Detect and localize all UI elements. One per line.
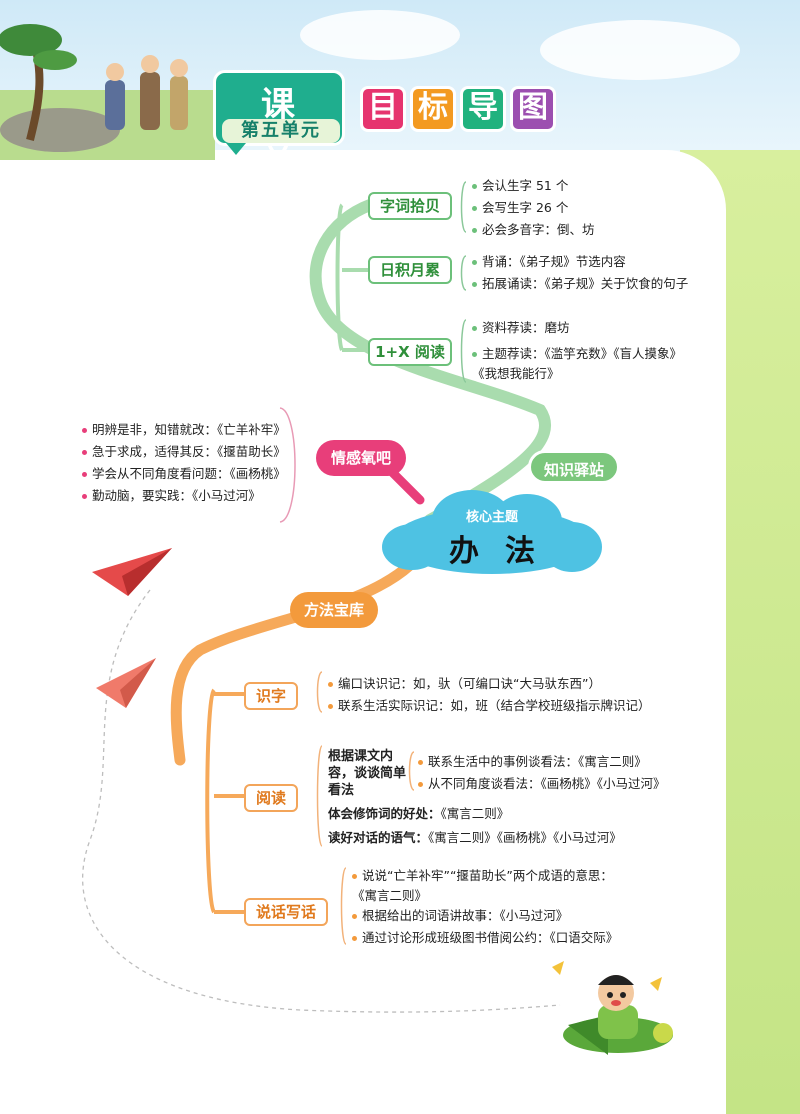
- leaf-text: 会写生字 26 个: [482, 200, 569, 215]
- branch-zhishi: 知识驿站: [528, 450, 620, 484]
- leaf: 明辨是非，知错就改：《亡羊补牢》: [82, 422, 286, 438]
- leaf-text: 必会多音字：倒、坊: [482, 222, 595, 237]
- node-shizi: 识字: [244, 682, 298, 710]
- leaf-text: 联系生活中的事例谈看法：《寓言二则》: [428, 754, 647, 769]
- leaf: 读好对话的语气：《寓言二则》《画杨桃》《小马过河》: [328, 830, 622, 846]
- leaf-text: 说说“亡羊补牢”“揠苗助长”两个成语的意思：: [362, 868, 613, 883]
- page-title: 目 标 导 图: [360, 86, 556, 132]
- bullet-dot: [418, 760, 423, 765]
- bullet-dot: [328, 682, 333, 687]
- leaf-text: 编口诀识记：如，驮（可编口诀“大马驮东西”）: [338, 676, 601, 691]
- core-theme-cloud: 核心主题 办法: [382, 488, 602, 586]
- leaf-text: 《寓言二则》: [440, 806, 510, 821]
- core-label: 核心主题: [465, 510, 518, 525]
- title-char: 图: [510, 86, 556, 132]
- paper-plane-icon: [96, 658, 156, 708]
- leaf-text: 学会从不同角度看问题：《画杨桃》: [92, 466, 286, 481]
- paper-plane-icon: [92, 548, 172, 596]
- leaf: 《我想我能行》: [472, 366, 560, 382]
- bullet-dot: [472, 228, 477, 233]
- title-char: 导: [460, 86, 506, 132]
- leaf: 资料荐读：磨坊: [472, 320, 570, 336]
- branch-qinggan: 情感氧吧: [316, 440, 406, 476]
- leaf: 编口诀识记：如，驮（可编口诀“大马驮东西”）: [328, 676, 601, 692]
- branch-fangfa: 方法宝库: [290, 592, 378, 628]
- leaf-text: 明辨是非，知错就改：《亡羊补牢》: [92, 422, 286, 437]
- node-shuohua: 说话写话: [244, 898, 328, 926]
- leaf: 会写生字 26 个: [472, 200, 568, 216]
- leaf: 背诵：《弟子规》节选内容: [472, 254, 626, 270]
- leaf: 说说“亡羊补牢”“揠苗助长”两个成语的意思：: [352, 868, 613, 884]
- leaf-text: 背诵：《弟子规》节选内容: [482, 254, 626, 269]
- leaf-text: 《寓言二则》《画杨桃》《小马过河》: [428, 830, 622, 845]
- node-zici: 字词拾贝: [368, 192, 452, 220]
- bullet-dot: [472, 184, 477, 189]
- node-yuedu: 阅读: [244, 784, 298, 812]
- badge-tail: [226, 143, 246, 155]
- title-char: 标: [410, 86, 456, 132]
- leaf-text: 急于求成，适得其反：《揠苗助长》: [92, 444, 286, 459]
- leaf-text: 资料荐读：磨坊: [482, 320, 570, 335]
- bullet-dot: [472, 260, 477, 265]
- badge-unit: 第五单元: [222, 119, 340, 143]
- bullet-dot: [82, 450, 87, 455]
- leaf: 联系生活中的事例谈看法：《寓言二则》: [418, 754, 647, 770]
- leaf-text: 会认生字 51 个: [482, 178, 569, 193]
- sky-cloud: [300, 10, 460, 60]
- leaf: 从不同角度谈看法：《画杨桃》《小马过河》: [418, 776, 666, 792]
- bullet-dot: [472, 352, 477, 357]
- leaf: 必会多音字：倒、坊: [472, 222, 595, 238]
- leaf: 体会修饰词的好处：《寓言二则》: [328, 806, 509, 822]
- leaf-text: 拓展诵读：《弟子规》关于饮食的句子: [482, 276, 689, 291]
- cloud-shape: [542, 522, 602, 572]
- leaf-text: 《我想我能行》: [472, 366, 560, 381]
- leaf-text: 从不同角度谈看法：《画杨桃》《小马过河》: [428, 776, 666, 791]
- leaf: 根据给出的词语讲故事：《小马过河》: [352, 908, 568, 924]
- leaf: 会认生字 51 个: [472, 178, 568, 194]
- leaf: 勤动脑，要实践：《小马过河》: [82, 488, 261, 504]
- leaf-text: 勤动脑，要实践：《小马过河》: [92, 488, 261, 503]
- story-illustration: [0, 24, 215, 160]
- leaf: 学会从不同角度看问题：《画杨桃》: [82, 466, 286, 482]
- bullet-dot: [472, 206, 477, 211]
- bullet-dot: [472, 282, 477, 287]
- leaf: 通过讨论形成班级图书借阅公约：《口语交际》: [352, 930, 618, 946]
- cloud-shape: [382, 524, 442, 570]
- bullet-dot: [472, 326, 477, 331]
- leaf: 拓展诵读：《弟子规》关于饮食的句子: [472, 276, 688, 292]
- leaf: 主题荐读：《滥竽充数》《盲人摸象》: [472, 346, 682, 362]
- bullet-dot: [352, 936, 357, 941]
- node-riji: 日积月累: [368, 256, 452, 284]
- content-sheet: [0, 150, 726, 1114]
- node-yuedu-x: 1+X 阅读: [368, 338, 452, 366]
- leaf-text: 主题荐读：《滥竽充数》《盲人摸象》: [482, 346, 683, 361]
- yuedu-sub-label: 根据课文内容，谈谈简单看法: [328, 749, 407, 798]
- leaf-text: 《寓言二则》: [352, 888, 428, 903]
- mascot-pilot-illustration: [552, 961, 673, 1055]
- leaf-text: 联系生活实际识记：如，班（结合学校班级指示牌识记）: [338, 698, 651, 713]
- leaf: 联系生活实际识记：如，班（结合学校班级指示牌识记）: [328, 698, 651, 714]
- bullet-dot: [328, 704, 333, 709]
- leaf-text-bold: 读好对话的语气：: [328, 830, 429, 845]
- leaf-text-bold: 体会修饰词的好处：: [328, 806, 441, 821]
- title-char: 目: [360, 86, 406, 132]
- unit-badge: 课文 第五单元: [213, 70, 345, 174]
- bullet-dot: [82, 472, 87, 477]
- badge-title: 课文: [261, 85, 321, 174]
- bullet-dot: [82, 494, 87, 499]
- bullet-dot: [82, 428, 87, 433]
- sky-cloud: [540, 20, 740, 80]
- core-theme: 办法: [449, 534, 561, 569]
- bullet-dot: [418, 782, 423, 787]
- leaf-text: 通过讨论形成班级图书借阅公约：《口语交际》: [362, 930, 619, 945]
- leaf: 《寓言二则》: [352, 888, 427, 904]
- bullet-dot: [352, 914, 357, 919]
- bullet-dot: [352, 874, 357, 879]
- leaf-text: 根据给出的词语讲故事：《小马过河》: [362, 908, 569, 923]
- leaf: 急于求成，适得其反：《揠苗助长》: [82, 444, 286, 460]
